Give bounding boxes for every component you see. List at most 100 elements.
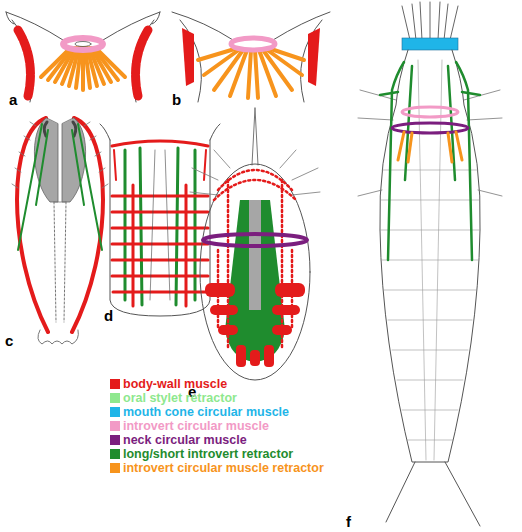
panel-c-drawing-shape [64,202,66,322]
panel-e-drawing-shape [249,200,261,310]
legend-swatch [110,393,120,403]
illustration-shape-shape [268,48,304,60]
panel-letter: b [172,92,181,107]
legend-text: introvert circular muscle [123,419,269,433]
legend-entry: body-wall muscle [110,377,324,391]
legend-entry: oral stylet retractor [110,391,324,405]
illustration-shape-shape [112,259,208,262]
illustration-shape-shape [381,200,479,201]
panel-letter: d [104,308,113,323]
illustration-shape-shape [255,50,258,98]
illustration-shape-shape [456,132,462,160]
panel-c-drawing-shape [72,124,102,250]
illustration-shape-shape [113,291,207,294]
illustration-shape-shape [380,230,480,231]
illustration-shape-shape [272,325,292,335]
panel-a-drawing-shape [18,30,30,96]
panel-f-drawing-shape [402,2,458,40]
illustration-shape-shape [248,50,251,98]
legend-text: neck circular muscle [123,433,247,447]
panel-d-drawing-shape [114,150,206,180]
panel-b-drawing-shape [231,38,275,50]
illustration-shape-shape [210,305,238,315]
illustration-shape-shape [96,48,125,77]
illustration-shape-shape [205,283,235,297]
color-legend: body-wall muscleoral stylet retractormou… [110,377,324,475]
panel-d-drawing [100,124,220,316]
legend-text: introvert circular muscle retractor [123,461,324,475]
illustration-shape [380,60,480,460]
panel-letter: f [346,514,351,529]
panel-f-drawing [358,2,502,526]
panel-c-drawing-shape [54,202,56,322]
illustration-shape-shape [230,50,247,96]
panel-b-drawing [172,12,330,102]
panel-c-drawing-shape [18,124,48,250]
illustration-shape-shape [227,180,230,350]
illustration-shape-shape [250,350,260,366]
panel-a-drawing [6,12,160,102]
illustration-shape [112,185,208,306]
illustration-shape-shape [380,92,480,95]
illustration-shape-shape [264,345,274,367]
panel-d-drawing-shape [112,141,208,146]
illustration-shape-shape [408,133,412,162]
illustration-shape [198,48,304,98]
panel-c-drawing-shape [38,330,78,344]
illustration-shape-shape [112,195,208,198]
legend-swatch [110,435,120,445]
legend-entry: introvert circular muscle [110,419,324,433]
panel-e-drawing-shape [200,164,310,380]
legend-swatch [110,449,120,459]
illustration-shape [398,132,462,162]
panel-e-drawing-shape [252,108,258,165]
panel-f-drawing-shape [386,462,480,526]
panel-f-drawing-shape [402,38,458,50]
illustration-shape-shape [236,345,246,367]
panel-f-drawing-shape [380,50,480,462]
illustration-shape-shape [76,48,81,88]
panel-e-drawing-shape [225,200,285,362]
illustration-shape-shape [275,283,305,297]
panel-b-drawing-shape [308,28,320,86]
illustration-shape-shape [434,60,442,460]
legend-swatch [110,463,120,473]
illustration-shape-shape [384,290,476,291]
illustration-shape-shape [132,185,135,306]
panel-f-drawing-shape [402,107,458,117]
legend-entry: long/short introvert retractor [110,447,324,461]
panel-letter: c [5,333,13,348]
panel-d-drawing-shape [110,140,210,316]
legend-text: mouth cone circular muscle [123,405,289,419]
panel-c-drawing-shape [44,122,76,136]
legend-swatch [110,407,120,417]
panel-e-drawing [190,108,320,380]
panel-a-drawing-shape [63,38,103,50]
panel-letter: a [9,92,17,107]
panel-a-drawing-shape [12,20,154,102]
illustration-shape-shape [382,170,478,171]
panel-a-drawing-shape [75,42,91,47]
panel-a-drawing-shape [6,12,160,24]
legend-text: oral stylet retractor [123,391,237,405]
illustration-shape-shape [392,350,468,351]
illustration-shape-shape [281,180,284,350]
legend-entry: introvert circular muscle retractor [110,461,324,475]
panel-d-drawing-shape [100,124,220,140]
illustration-shape-shape [397,380,463,381]
illustration-shape-shape [218,325,238,335]
legend-swatch [110,421,120,431]
panel-e-drawing-shape [190,150,320,195]
illustration-shape-shape [185,185,188,306]
panel-c-drawing-shape [12,122,108,188]
legend-swatch [110,379,120,389]
illustration-shape-shape [112,211,208,214]
illustration-shape-shape [402,410,458,411]
legend-text: long/short introvert retractor [123,447,293,461]
illustration-shape-shape [388,320,472,321]
legend-text: body-wall muscle [123,377,227,391]
panel-b-drawing-shape [182,28,194,86]
illustration-shape-shape [407,440,453,441]
panel-b-drawing-shape [180,20,322,102]
